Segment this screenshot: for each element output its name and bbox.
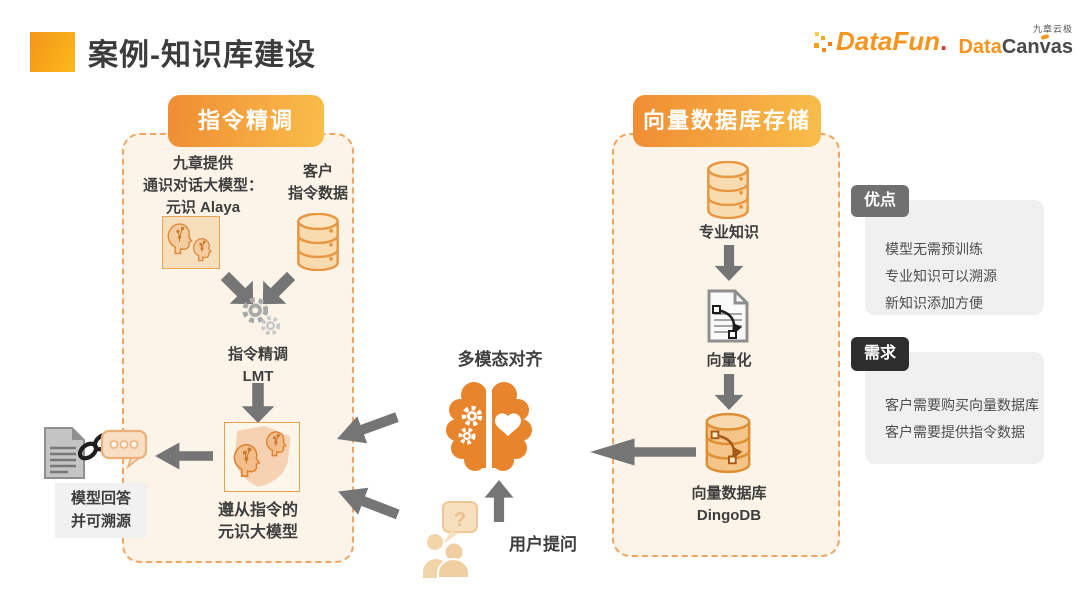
vectorize-document-icon (705, 289, 751, 348)
answer-note: 模型回答 并可溯源 (55, 483, 147, 538)
multimodal-alignment-label: 多模态对齐 (457, 350, 543, 369)
vector-database-icon (702, 412, 754, 481)
finetune-label: 指令精调 LMT (227, 346, 288, 385)
knowledge-label: 专业知识 (698, 224, 759, 241)
page-title: 案例-知识库建设 (88, 39, 316, 72)
requirement-item: 客户需要提供指令数据 (885, 424, 1025, 440)
answer-speech-bubble-icon (100, 427, 148, 474)
tuned-model-shield-heads-icon (224, 422, 300, 492)
datafun-logo-text: DataFun (836, 26, 940, 56)
datacanvas-logo-canvas: Canvas (1001, 36, 1073, 58)
user-question-people-icon: ? (423, 500, 485, 583)
instruction-finetune-badge: 指令精调 (168, 95, 324, 147)
vector-storage-badge: 向量数据库存储 (633, 95, 821, 147)
brain-icon (446, 378, 532, 483)
datacanvas-tagline: 九章云极 (1032, 24, 1073, 34)
advantages-badge: 优点 (851, 185, 909, 217)
advantage-item: 专业知识可以溯源 (885, 268, 997, 284)
customer-database-icon (294, 212, 342, 276)
requirements-badge: 需求 (851, 337, 909, 371)
datafun-logo: DataFun. (836, 26, 947, 57)
vector-db-label: 向量数据库 DingoDB (691, 485, 767, 524)
datafun-logo-dot: . (940, 26, 948, 56)
advantage-item: 模型无需预训练 (885, 241, 983, 257)
advantages-box: 模型无需预训练 专业知识可以溯源 新知识添加方便 (865, 200, 1044, 315)
user-question-label: 用户提问 (509, 535, 577, 554)
customer-data-label: 客户 指令数据 (287, 163, 348, 202)
finetune-gears-icon (236, 293, 284, 346)
requirement-item: 客户需要购买向量数据库 (885, 397, 1039, 413)
knowledge-database-icon (704, 160, 752, 224)
advantage-item: 新知识添加方便 (885, 295, 983, 311)
base-model-heads-icon (162, 216, 220, 269)
question-mark: ? (454, 509, 466, 531)
output-model-label: 遵从指令的 元识大模型 (217, 502, 298, 542)
datafun-logo-dots-icon (814, 32, 832, 52)
datacanvas-logo: 九章云极 DataCanvas (948, 22, 1073, 59)
arrow-question-to-brain (484, 480, 514, 522)
title-accent-square (30, 32, 75, 72)
vectorize-label: 向量化 (706, 352, 752, 369)
model-source-label: 九章提供 通识对话大模型： 元识 Alaya (142, 155, 263, 216)
datacanvas-logo-data: Data (958, 36, 1002, 58)
